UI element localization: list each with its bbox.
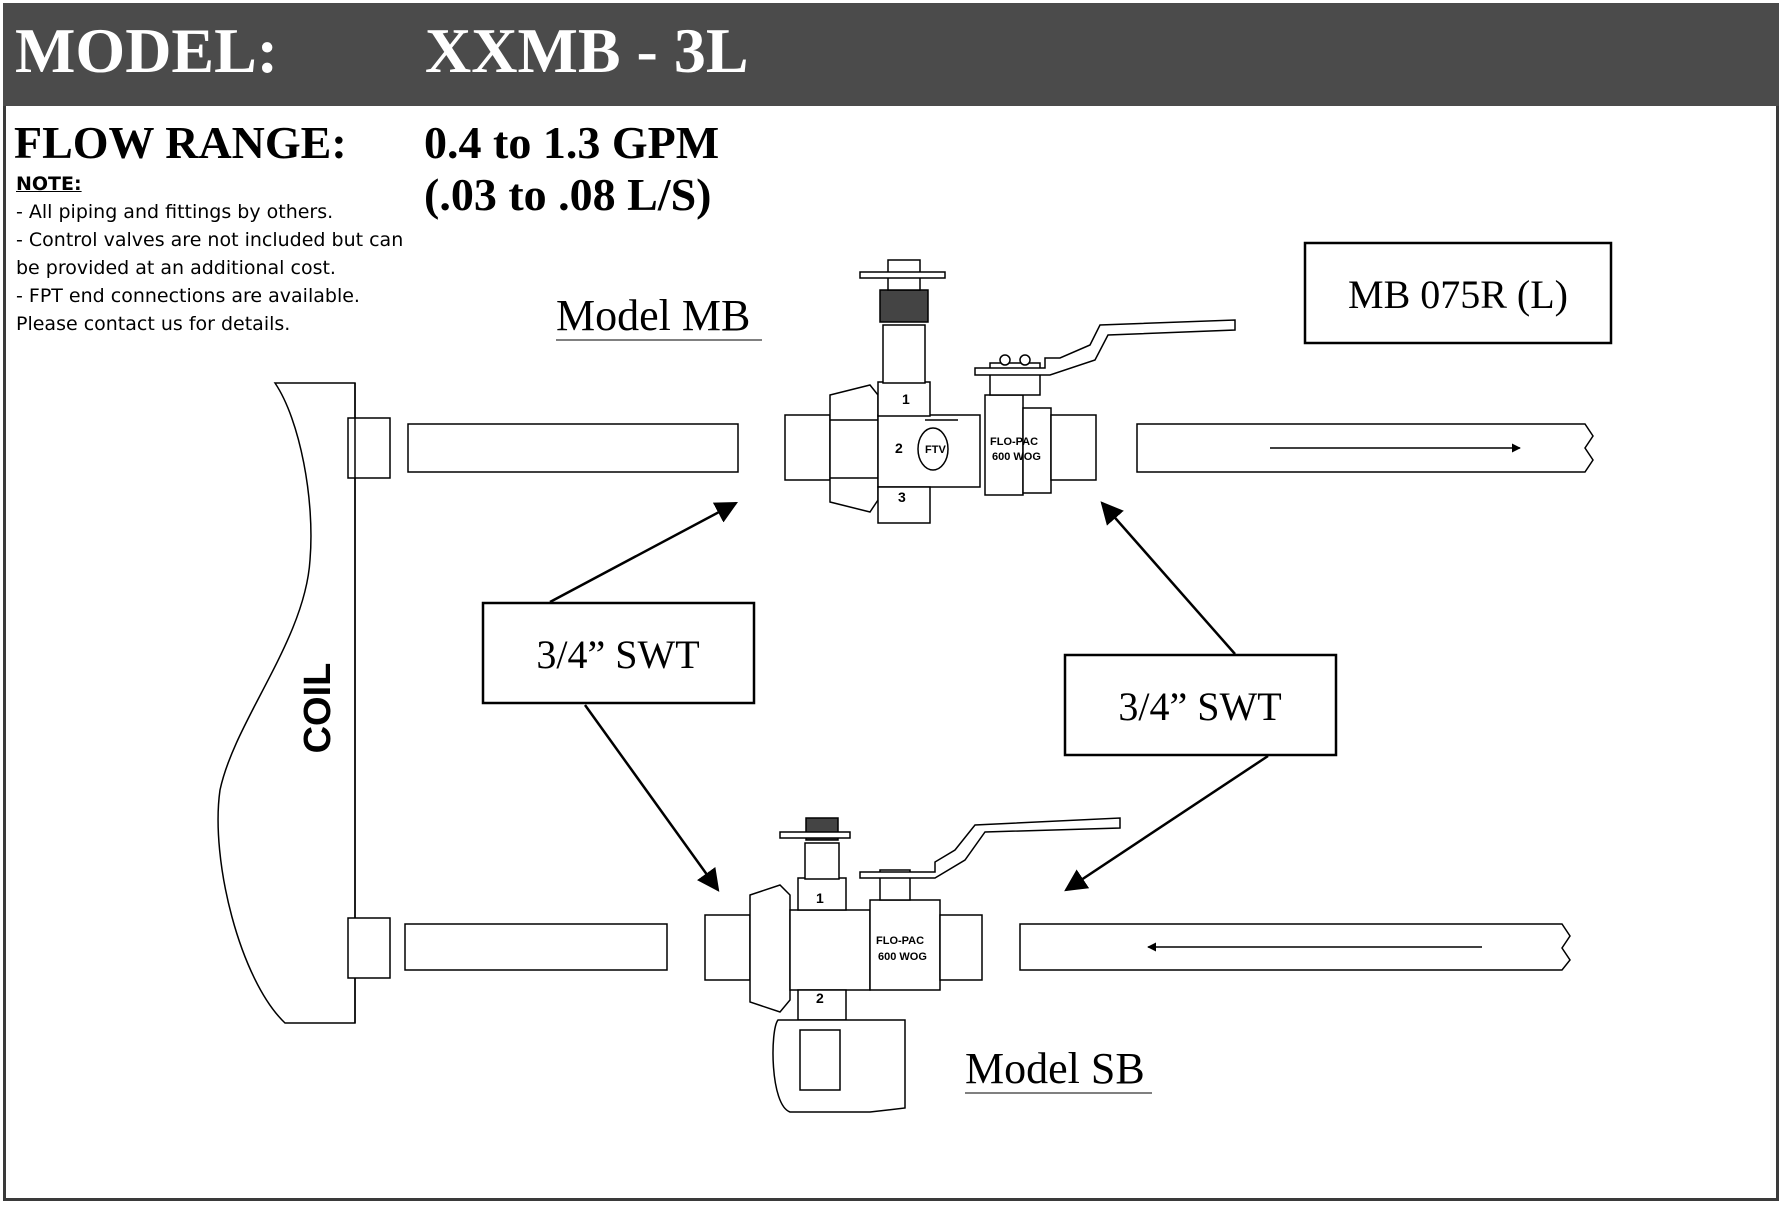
flow-range-ls: (.03 to .08 L/S) [424, 169, 712, 220]
note-line: - FPT end connections are available. [16, 285, 360, 307]
valve-sb-port-1: 1 [816, 890, 824, 906]
valve-sb-stamp-brand: FLO-PAC [876, 935, 924, 947]
model-label: MODEL: [15, 15, 279, 86]
note-block: NOTE: - All piping and fittings by other… [16, 170, 406, 338]
coil-label: COIL [297, 663, 339, 754]
part-number: MB 075R (L) [1348, 272, 1568, 317]
note-line: - Control valves are not included but ca… [16, 229, 404, 251]
valve-mb-port-3: 3 [898, 489, 906, 505]
swt-callout-right: 3/4” SWT [1118, 684, 1281, 729]
valve-sb-port-2: 2 [816, 990, 824, 1006]
note-title: NOTE: [16, 173, 82, 195]
note-line: Please contact us for details. [16, 313, 291, 335]
valve-mb-ftv: FTV [925, 444, 946, 456]
valve-mb-port-1: 1 [902, 391, 910, 407]
swt-callout-left-box [481, 601, 756, 705]
valve-mb-stamp-brand: FLO-PAC [990, 436, 1038, 448]
return-pipe-left [404, 923, 668, 971]
part-number-box [1303, 241, 1613, 345]
model-sb-label: Model SB [965, 1044, 1145, 1093]
model-value: XXMB - 3L [425, 15, 749, 86]
supply-pipe-left [407, 423, 739, 473]
model-mb-label: Model MB [556, 291, 750, 340]
note-line: be provided at an additional cost. [16, 257, 336, 279]
valve-mb-stamp-rating: 600 WOG [992, 451, 1041, 463]
valve-sb [704, 817, 1121, 1113]
flow-range-label: FLOW RANGE: [14, 117, 347, 168]
swt-callout-right-box [1063, 653, 1338, 757]
valve-mb [784, 259, 1236, 524]
coil [217, 382, 391, 1024]
valve-mb-port-2: 2 [895, 440, 903, 456]
leader-arrows [549, 501, 1269, 892]
flow-range-gpm: 0.4 to 1.3 GPM [424, 117, 720, 168]
valve-sb-stamp-rating: 600 WOG [878, 951, 927, 963]
swt-callout-left: 3/4” SWT [536, 632, 699, 677]
note-line: - All piping and fittings by others. [16, 201, 334, 223]
header-bar: MODEL: XXMB - 3L [3, 3, 1779, 106]
